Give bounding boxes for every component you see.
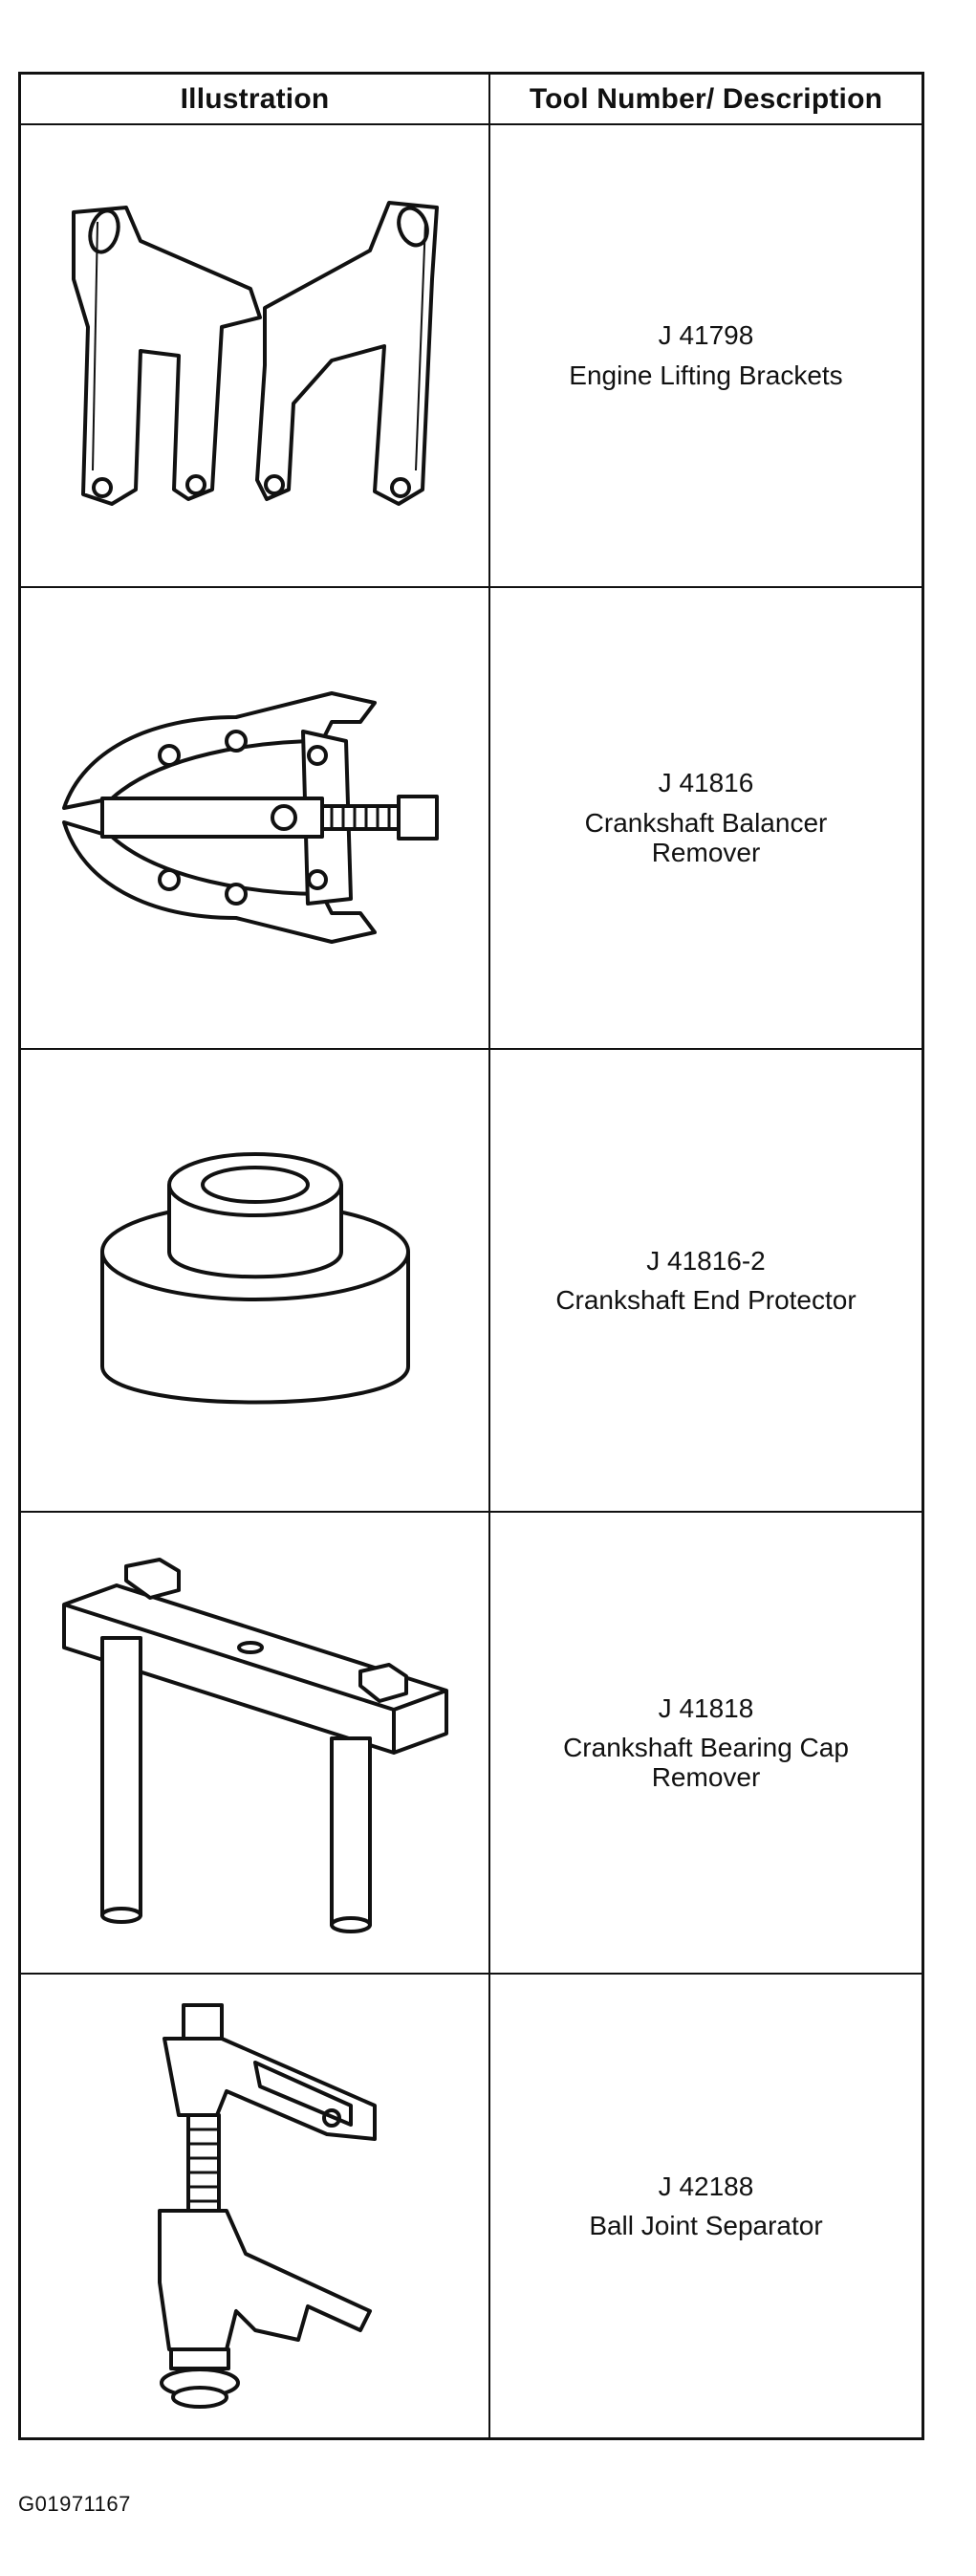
- tool-description-line: Crankshaft Bearing Cap: [563, 1732, 849, 1762]
- tool-description-cell: J 41816 Crankshaft Balancer Remover: [490, 588, 922, 1051]
- tool-number: J 42188: [658, 2171, 754, 2201]
- tool-description-line: Remover: [651, 1762, 761, 1793]
- tool-description-line: Crankshaft Balancer: [584, 807, 828, 838]
- crankshaft-balancer-remover-icon: [61, 691, 439, 945]
- engine-lifting-brackets-icon: [71, 200, 439, 506]
- tool-description-line: Ball Joint Separator: [589, 2211, 823, 2241]
- header-tool-number-description: Tool Number/ Description: [490, 75, 922, 125]
- tool-number: J 41818: [658, 1692, 754, 1723]
- figure-id-caption: G01971167: [18, 2492, 131, 2516]
- tool-description-cell: J 42188 Ball Joint Separator: [490, 1975, 922, 2437]
- illustration-cell: [21, 1512, 490, 1976]
- tool-description-cell: J 41818 Crankshaft Bearing Cap Remover: [490, 1513, 922, 1976]
- tool-description-cell: J 41798 Engine Lifting Brackets: [490, 125, 922, 588]
- illustration-cell: [21, 1975, 490, 2437]
- header-illustration: Illustration: [21, 75, 490, 125]
- tool-description-line: Engine Lifting Brackets: [569, 360, 843, 390]
- tool-description-cell: J 41816-2 Crankshaft End Protector: [490, 1050, 922, 1513]
- tool-number: J 41798: [658, 320, 754, 351]
- tool-description-line: Remover: [651, 838, 761, 868]
- tool-description-line: Crankshaft End Protector: [555, 1284, 857, 1315]
- illustration-cell: [21, 125, 490, 588]
- illustration-cell: [21, 1050, 490, 1513]
- special-tools-table: Illustration Tool Number/ Description J …: [18, 72, 924, 2440]
- tool-number: J 41816-2: [646, 1245, 766, 1276]
- ball-joint-separator-icon: [157, 2003, 377, 2410]
- crankshaft-end-protector-icon: [99, 1151, 410, 1405]
- tool-number: J 41816: [658, 768, 754, 798]
- crankshaft-bearing-cap-remover-icon: [61, 1557, 448, 1933]
- illustration-cell: [21, 587, 490, 1051]
